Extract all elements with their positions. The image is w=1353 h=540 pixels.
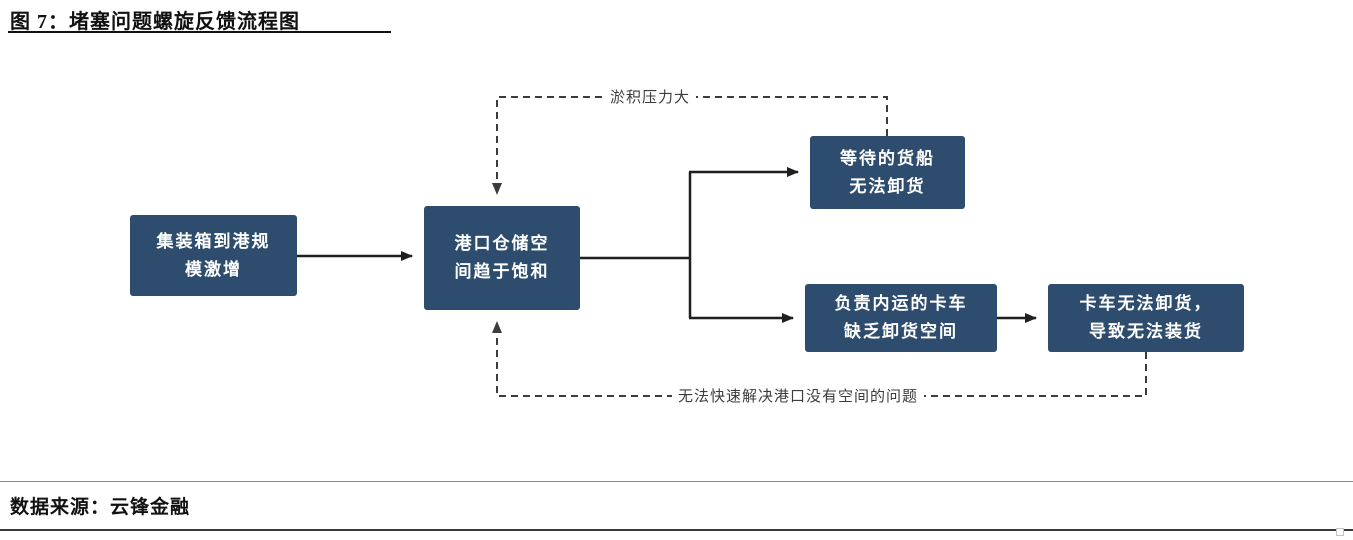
flow-box-line: 集装箱到港规: [156, 231, 271, 251]
flow-box-line: 无法卸货: [849, 176, 926, 196]
corner-marker: [1336, 528, 1344, 536]
flow-box-port-storage-saturated: 港口仓储空 间趋于饱和: [424, 206, 580, 310]
flow-box-ships-cannot-unload: 等待的货船 无法卸货: [810, 136, 965, 209]
figure-title: 图 7：堵塞问题螺旋反馈流程图: [10, 11, 300, 33]
flow-box-trucks-lack-space: 负责内运的卡车 缺乏卸货空间: [805, 284, 997, 352]
flow-box-line: 负责内运的卡车: [834, 294, 968, 313]
flow-box-line: 港口仓储空: [454, 234, 550, 253]
flow-box-line: 间趋于饱和: [454, 262, 550, 281]
title-underline: [8, 31, 391, 33]
data-source-label: 数据来源：云锋金融: [10, 497, 191, 518]
flow-box-line: 导致无法装货: [1089, 322, 1203, 341]
feedback-label-top: 淤积压力大: [604, 89, 697, 107]
flow-box-line: 模激增: [185, 259, 242, 279]
footer-divider-top: [0, 481, 1353, 482]
flow-box-line: 等待的货船: [840, 148, 935, 168]
flow-box-line: 卡车无法卸货，: [1079, 294, 1213, 313]
flow-box-containers-surge: 集装箱到港规 模激增: [130, 215, 297, 296]
footer-divider-bottom: [0, 529, 1353, 531]
feedback-label-bottom: 无法快速解决港口没有空间的问题: [672, 388, 925, 406]
flow-box-line: 缺乏卸货空间: [844, 322, 958, 341]
flow-box-trucks-cannot-load: 卡车无法卸货， 导致无法装货: [1048, 284, 1244, 352]
